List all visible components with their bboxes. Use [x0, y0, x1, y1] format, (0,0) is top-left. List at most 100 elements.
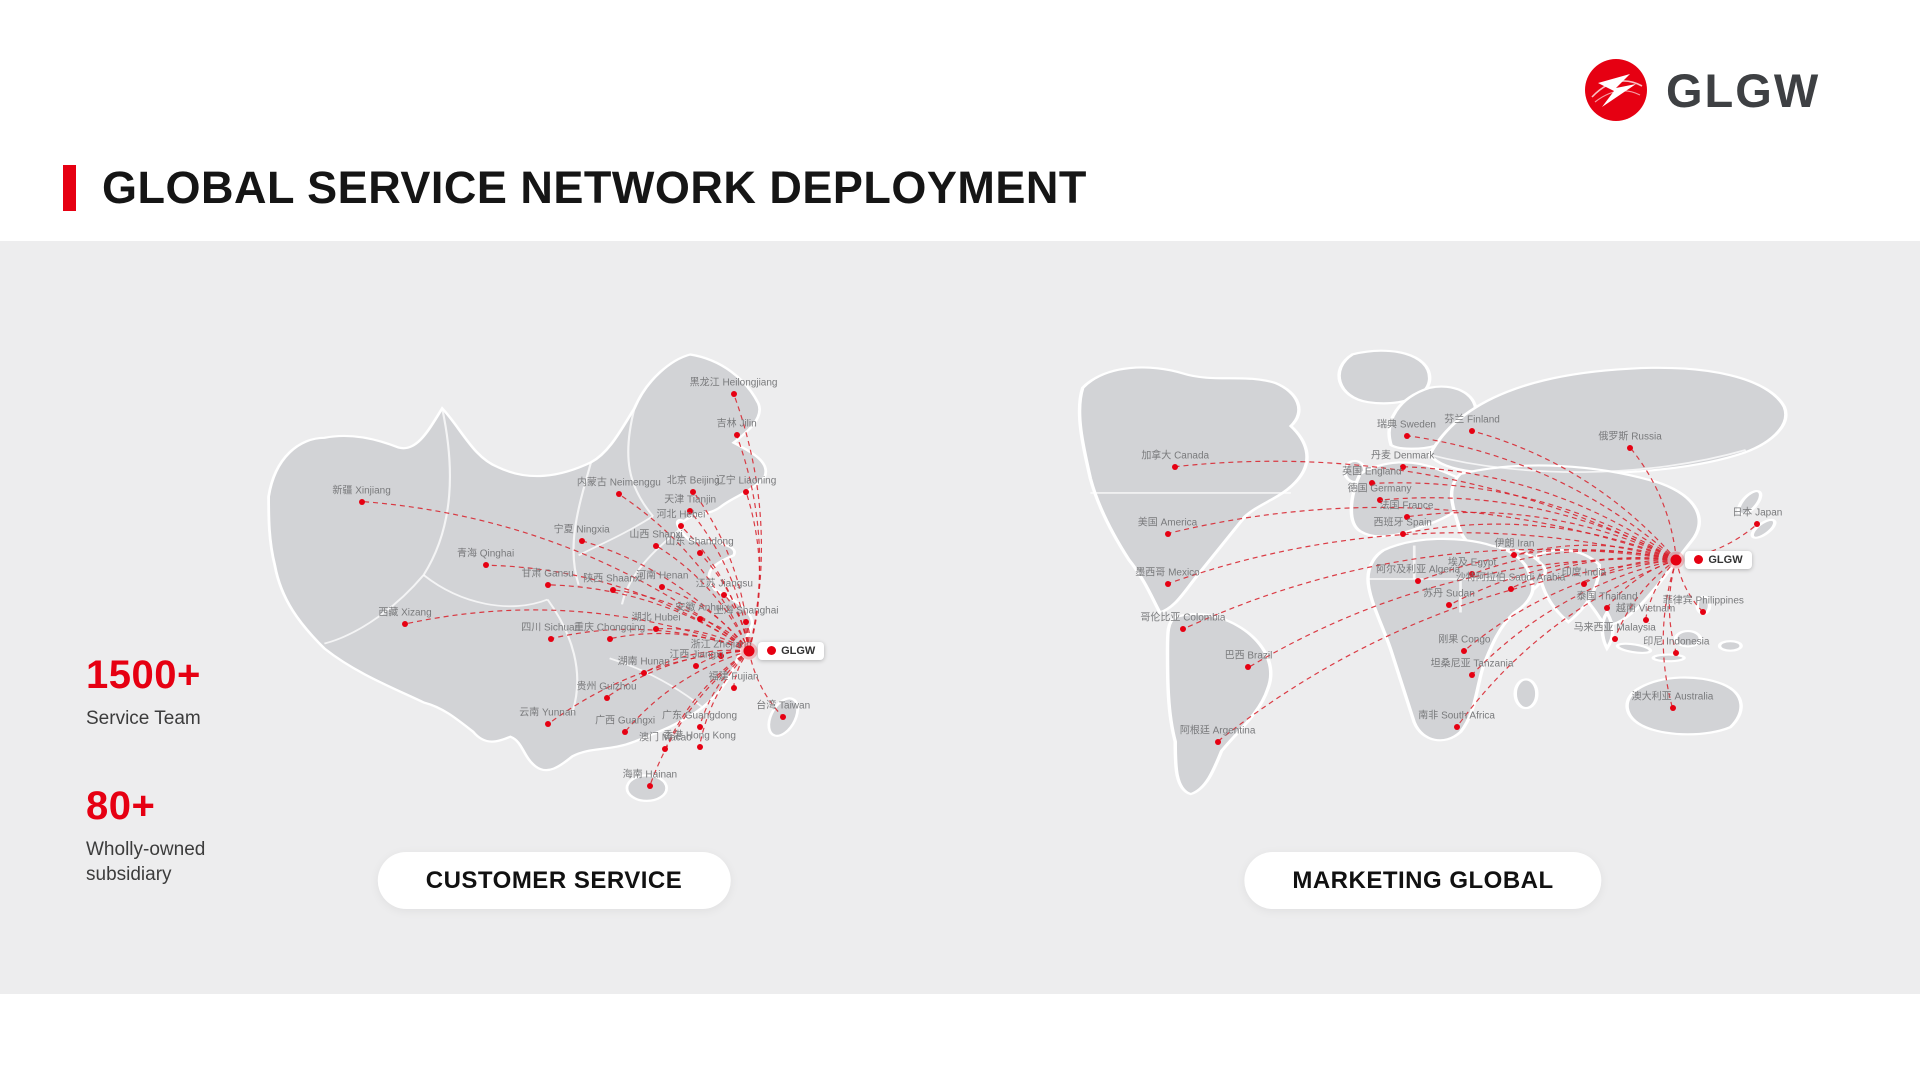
network-line: [1402, 466, 1677, 561]
map-point-label: 俄罗斯 Russia: [1598, 431, 1662, 443]
map-point-label: 埃及 Egypt: [1447, 557, 1497, 569]
customer-service-text: CUSTOMER SERVICE: [425, 866, 683, 894]
map-point-label: 贵州 Guizhou: [576, 681, 637, 692]
map-point-dot: [1469, 571, 1476, 578]
network-line: [1662, 559, 1677, 709]
map-hub-label: GLGW: [781, 644, 816, 657]
map-point-label: 法国 France: [1379, 500, 1434, 512]
network-line: [748, 650, 784, 718]
map-point-dot: [696, 616, 703, 623]
map-point-label: 黑龙江 Heilongjiang: [689, 377, 778, 389]
map-point-dot: [547, 635, 554, 642]
map-point-label: 广东 Guangdong: [661, 710, 738, 722]
map-point-dot: [1511, 552, 1518, 559]
map-point-dot: [402, 621, 408, 627]
map-point-label: 安徽 Anhui: [675, 602, 724, 614]
map-point-label: 北京 Beijing: [666, 475, 720, 487]
map-point-label: 伊朗 Iran: [1494, 538, 1535, 550]
map-point-label: 巴西 Brazil: [1224, 650, 1273, 662]
map-point-label: 青海 Qinghai: [456, 548, 515, 560]
map-point-dot: [1642, 616, 1649, 623]
network-line: [698, 650, 750, 747]
map-point-label: 印度 India: [1561, 567, 1607, 579]
glgw-mini-logo-icon: [767, 646, 777, 656]
map-point-label: 湖北 Hubei: [631, 612, 681, 624]
map-point-dot: [1164, 580, 1171, 587]
network-line: [689, 510, 750, 652]
map-point-label: 新疆 Xinjiang: [332, 485, 391, 496]
map-point-label: 坦桑尼亚 Tanzania: [1430, 658, 1514, 670]
map-point-dot: [1469, 427, 1476, 434]
map-point-label: 印尼 Indonesia: [1643, 636, 1710, 648]
map-point-label: 天津 Tianjin: [664, 494, 717, 506]
map-point-dot: [1445, 602, 1452, 609]
map-point-dot: [1611, 635, 1618, 642]
map-point-dot: [1415, 578, 1422, 585]
map-point-label: 马来西亚 Malaysia: [1573, 622, 1656, 634]
map-point-label: 刚果 Congo: [1438, 634, 1491, 646]
map-point-label: 广西 Guangxi: [595, 715, 656, 727]
network-line: [1456, 559, 1677, 728]
stats-block: 1500+ Service Team 80+ Wholly-owned subs…: [86, 653, 236, 888]
network-line: [1379, 497, 1677, 561]
network-line: [550, 628, 750, 652]
map-point-label: 宁夏 Ningxia: [553, 524, 610, 536]
map-point-dot: [730, 390, 737, 397]
map-point-dot: [358, 498, 365, 505]
map-point-label: 德国 Germany: [1347, 483, 1412, 495]
network-line: [745, 491, 761, 652]
map-point-dot: [1245, 664, 1252, 671]
network-line: [1606, 559, 1677, 609]
map-point-dot: [646, 782, 653, 789]
glgw-logo-icon: [1585, 59, 1647, 121]
map-point-dot: [696, 723, 703, 730]
map-point-label: 四川 Sichuan: [521, 622, 581, 634]
customer-service-label: CUSTOMER SERVICE: [377, 852, 731, 909]
network-line: [698, 650, 750, 728]
map-point-dot: [1179, 626, 1186, 633]
map-point-label: 越南 Vietnam: [1615, 603, 1676, 615]
map-point-label: 辽宁 Liaoning: [715, 475, 777, 487]
map-point-label: 美国 America: [1137, 517, 1198, 529]
map-point-label: 日本 Japan: [1732, 507, 1783, 519]
map-point-label: 山西 Shanxi: [629, 529, 683, 541]
map-point-dot: [615, 491, 622, 498]
network-line: [1614, 559, 1677, 639]
map-point-dot: [1453, 724, 1460, 731]
map-point-dot: [640, 670, 647, 676]
map-point-label: 芬兰 Finland: [1444, 414, 1500, 426]
map-point-dot: [1403, 432, 1410, 439]
map-point-dot: [622, 728, 629, 735]
map-point-label: 西班牙 Spain: [1373, 517, 1432, 529]
map-point-label: 上海 Shanghai: [713, 605, 779, 617]
stat-service-team: 1500+ Service Team: [86, 653, 236, 732]
map-point-dot: [606, 635, 613, 642]
map-point-label: 哥伦比亚 Colombia: [1140, 612, 1226, 624]
map-point-label: 英国 England: [1342, 466, 1402, 478]
map-point-label: 陕西 Shaanxi: [583, 573, 643, 585]
map-point-dot: [718, 652, 725, 659]
network-line: [1471, 559, 1677, 676]
map-point-label: 澳大利亚 Australia: [1631, 691, 1714, 703]
map-point-label: 海南 Hainan: [622, 769, 678, 781]
map-point-dot: [1399, 463, 1406, 470]
map-point-label: 西藏 Xizang: [378, 607, 432, 619]
map-point-label: 阿根廷 Argentina: [1179, 725, 1256, 737]
network-line: [1471, 550, 1677, 575]
map-point-label: 吉林 Jilin: [716, 418, 757, 430]
network-line: [1471, 430, 1677, 561]
map-point-label: 江西 Jiangxi: [669, 649, 724, 661]
network-line: [723, 594, 750, 652]
network-line: [664, 650, 750, 750]
map-point-dot: [733, 432, 740, 439]
network-line: [624, 650, 750, 733]
map-point-dot: [730, 684, 737, 691]
map-point-label: 内蒙古 Neimenggu: [576, 477, 661, 489]
network-line: [618, 493, 750, 652]
network-line: [1514, 544, 1677, 561]
map-hub-label: GLGW: [1708, 553, 1743, 566]
network-line: [1182, 548, 1677, 630]
